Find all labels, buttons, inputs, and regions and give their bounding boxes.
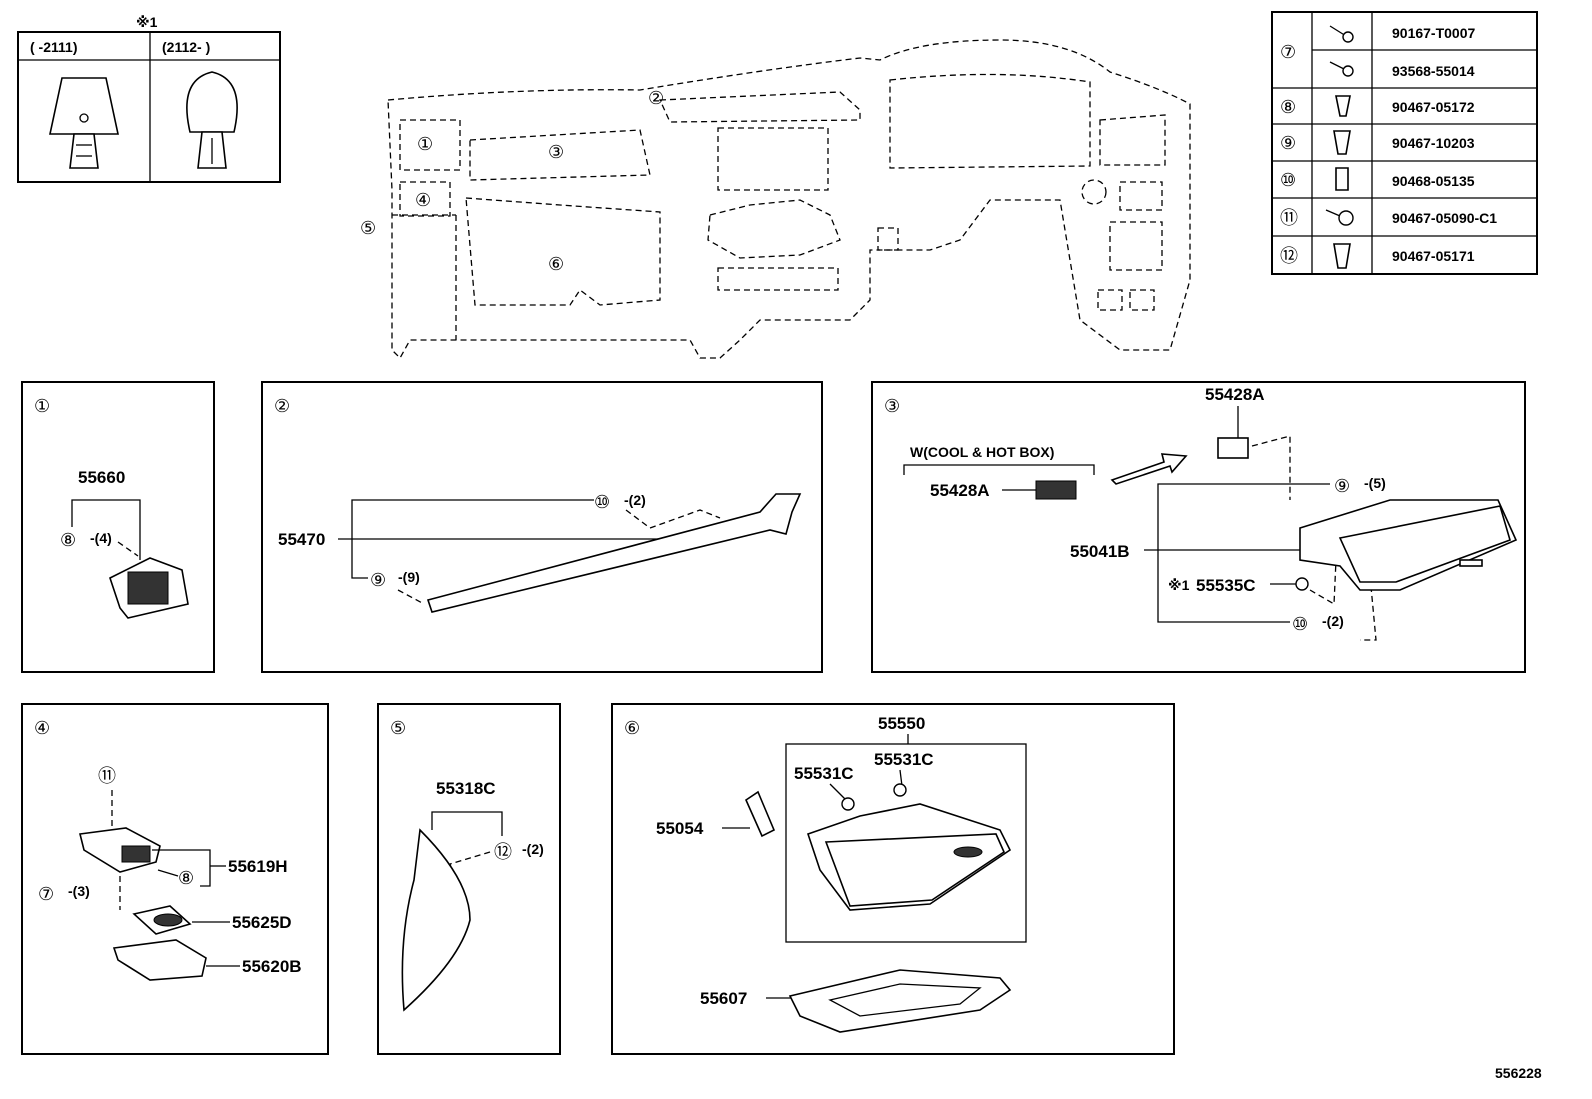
screw-icon — [1329, 61, 1354, 77]
table-ref-7: ⑦ — [1280, 42, 1296, 63]
part-55531C-right: 55531C — [874, 750, 934, 769]
panel-3: ③ W(COOL & HOT BOX) 55428A 55428A 55041B… — [871, 381, 1526, 673]
pillar-garnish-icon — [426, 493, 802, 613]
part-55041B: 55041B — [1070, 542, 1130, 561]
panel-4-qty-left: -(3) — [68, 883, 90, 899]
panel-5-fastener: ⑫ — [494, 842, 512, 863]
table-part-0: 90167-T0007 — [1392, 25, 1476, 41]
screw-icon — [1329, 25, 1354, 43]
note-mark: ※1 — [136, 14, 158, 30]
diagram-number: 556228 — [1495, 1065, 1542, 1081]
panel-5-id: ⑤ — [390, 718, 406, 739]
overview-callout-5: ⑤ — [360, 218, 376, 239]
panel-2-qty-b: -(9) — [398, 569, 420, 585]
panel-3-qty-a: -(5) — [1364, 475, 1386, 491]
table-ref-11: ⑪ — [1280, 208, 1298, 229]
table-ref-8: ⑧ — [1280, 97, 1296, 118]
damper-icon — [744, 790, 776, 838]
glove-box-upper-icon — [1299, 499, 1518, 591]
panel-1: ① 55660 ⑧ -(4) — [21, 381, 215, 673]
part-55318C: 55318C — [436, 779, 496, 798]
clip-old-icon — [49, 77, 119, 169]
panel-3-fastener-a: ⑨ — [1334, 476, 1350, 497]
part-55470: 55470 — [278, 530, 325, 549]
clip-icon — [1335, 167, 1349, 191]
panel-1-fastener: ⑧ — [60, 530, 76, 551]
part-55428A-upper: 55428A — [1205, 385, 1265, 404]
bracket-icon — [79, 827, 161, 873]
glove-box-door-icon — [806, 803, 1012, 911]
clip-icon — [1335, 95, 1351, 117]
side-panel-icon — [401, 828, 471, 1012]
overview-callout-3: ③ — [548, 142, 564, 163]
part-55660: 55660 — [78, 468, 125, 487]
panel-3-id: ③ — [884, 396, 900, 417]
part-55531C-left: 55531C — [794, 764, 854, 783]
panel-3-note: ※1 — [1168, 577, 1190, 593]
panel-1-qty: -(4) — [90, 530, 112, 546]
fastener-table: ⑦ ⑧ ⑨ ⑩ ⑪ ⑫ 90167-T0007 93568-55014 9046… — [1271, 11, 1538, 275]
panel-6: ⑥ 55550 55531C 55531C 55054 55607 — [611, 703, 1175, 1055]
table-ref-9: ⑨ — [1280, 133, 1296, 154]
clip-icon — [1333, 243, 1351, 269]
variant-left-label: ( -2111) — [30, 39, 77, 55]
part-55625D: 55625D — [232, 913, 292, 932]
tray-icon — [112, 939, 207, 981]
part-55428A-lower: 55428A — [930, 481, 990, 500]
pin-icon — [1325, 209, 1354, 226]
panel-2-fastener-a: ⑩ — [594, 492, 610, 513]
dashboard-overview: ① ② ③ ④ ⑤ ⑥ — [360, 39, 1191, 360]
panel-4-fastener-mid: ⑧ — [178, 868, 194, 889]
table-part-4: 90468-05135 — [1392, 173, 1475, 189]
table-part-2: 90467-05172 — [1392, 99, 1475, 115]
part-55619H: 55619H — [228, 857, 288, 876]
overview-callout-4: ④ — [415, 190, 431, 211]
overview-callout-2: ② — [648, 88, 664, 109]
cup-insert-icon — [132, 905, 192, 935]
part-55550: 55550 — [878, 714, 925, 733]
table-part-6: 90467-05171 — [1392, 248, 1475, 264]
overview-callout-6: ⑥ — [548, 254, 564, 275]
panel-2: ② 55470 ⑩ -(2) ⑨ -(9) — [261, 381, 823, 673]
table-part-1: 93568-55014 — [1392, 63, 1475, 79]
panel-3-condition: W(COOL & HOT BOX) — [910, 444, 1054, 460]
panel-4: ④ ⑪ 55619H ⑧ ⑦ -(3) 55625D 55620B — [21, 703, 329, 1055]
panel-4-id: ④ — [34, 718, 50, 739]
panel-2-fastener-b: ⑨ — [370, 570, 386, 591]
table-ref-12: ⑫ — [1280, 246, 1298, 267]
panel-3-qty-b: -(2) — [1322, 613, 1344, 629]
table-part-3: 90467-10203 — [1392, 135, 1475, 151]
part-55620B: 55620B — [242, 957, 302, 976]
variant-box: ※1 ( -2111) (2112- ) — [17, 14, 281, 183]
panel-3-fastener-b: ⑩ — [1292, 614, 1308, 635]
panel-4-fastener-left: ⑦ — [38, 884, 54, 905]
panel-1-id: ① — [34, 396, 50, 417]
overview-callout-1: ① — [417, 134, 433, 155]
part-55054: 55054 — [656, 819, 704, 838]
panel-2-qty-a: -(2) — [624, 492, 646, 508]
panel-6-id: ⑥ — [624, 718, 640, 739]
lower-box-icon — [788, 969, 1012, 1033]
panel-2-id: ② — [274, 396, 290, 417]
part-55607: 55607 — [700, 989, 747, 1008]
panel-4-fastener-top: ⑪ — [98, 766, 116, 787]
panel-5: ⑤ 55318C ⑫ -(2) — [377, 703, 561, 1055]
air-vent-icon — [109, 557, 189, 619]
table-part-5: 90467-05090-C1 — [1392, 210, 1497, 226]
part-55535C: 55535C — [1196, 576, 1256, 595]
table-ref-10: ⑩ — [1280, 170, 1296, 191]
clip-icon — [1333, 130, 1351, 155]
panel-5-qty: -(2) — [522, 841, 544, 857]
variant-right-label: (2112- ) — [162, 39, 210, 55]
clip-new-icon — [186, 71, 238, 169]
